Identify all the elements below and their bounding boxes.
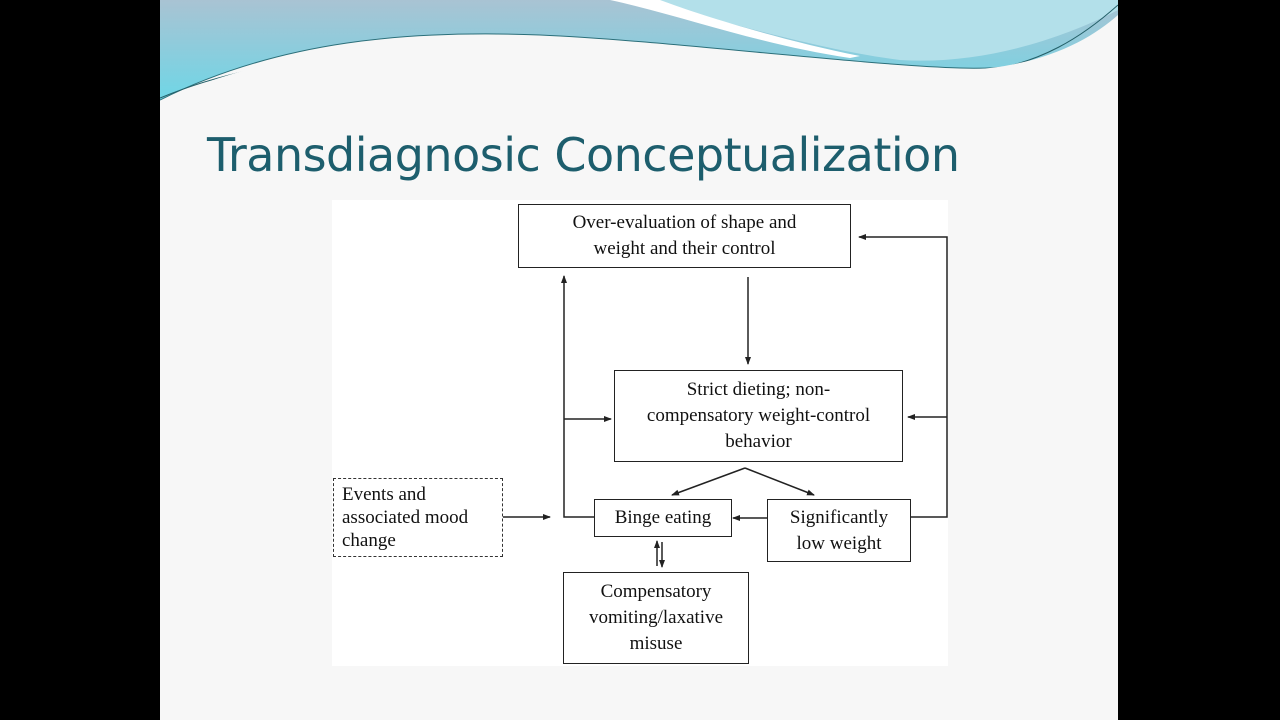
box-text-line: change xyxy=(342,530,396,551)
arrow-dieting-to-binge xyxy=(671,467,746,496)
box-overevaluation: Over-evaluation of shape and weight and t… xyxy=(518,204,851,268)
header-wave-decoration xyxy=(160,0,1118,120)
box-text-line: vomiting/laxative xyxy=(588,607,724,628)
box-low-weight: Significantly low weight xyxy=(767,499,911,562)
box-binge-eating: Binge eating xyxy=(594,499,732,537)
box-text-line: compensatory weight-control xyxy=(646,405,871,426)
box-text-line: misuse xyxy=(629,633,683,654)
box-text-line: Events and xyxy=(342,484,426,505)
box-compensatory: Compensatory vomiting/laxative misuse xyxy=(563,572,749,664)
box-text-line: Strict dieting; non- xyxy=(686,379,831,400)
box-text-line: behavior xyxy=(725,431,792,452)
loop-binge-to-overevaluation xyxy=(561,275,594,518)
arrow-dieting-to-low-weight xyxy=(744,467,815,496)
box-text-line: Compensatory xyxy=(600,581,712,602)
box-text-line: associated mood xyxy=(342,507,469,528)
loop-low-weight-to-overevaluation xyxy=(858,234,948,518)
box-text-line: weight and their control xyxy=(593,238,776,259)
box-strict-dieting: Strict dieting; non-compensatory weight-… xyxy=(614,370,903,462)
box-text-line: Over-evaluation of shape and xyxy=(572,212,797,233)
box-text-line: Significantly xyxy=(789,506,889,528)
box-text-line: Binge eating xyxy=(614,507,712,528)
box-text-line: low weight xyxy=(796,532,882,554)
slide-title: Transdiagnosic Conceptualization xyxy=(207,128,960,182)
